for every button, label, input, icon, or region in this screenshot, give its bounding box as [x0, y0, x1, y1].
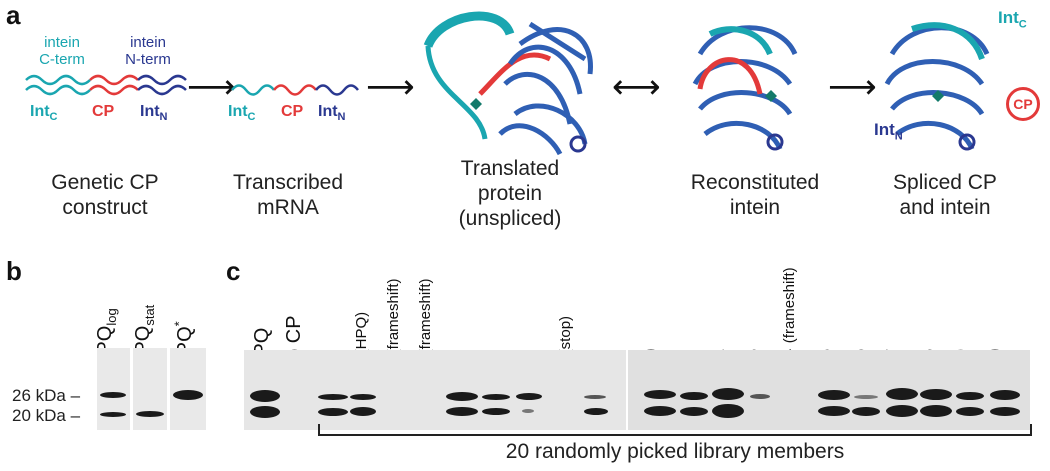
band [712, 388, 744, 400]
intein-n-term-label: intein N-term [108, 34, 188, 68]
panel-letter-b: b [6, 256, 22, 286]
arrow-4: ⟶ [828, 68, 877, 106]
band [920, 389, 952, 400]
construct-intn-label: IntN [140, 103, 168, 124]
caption-genetic-construct: Genetic CP construct [51, 171, 159, 219]
construct-intc-label: IntC [30, 103, 58, 124]
band [516, 393, 542, 400]
marker-20kda: 20 kDa – [12, 406, 81, 425]
marker-26kda: 26 kDa – [12, 386, 81, 405]
band [100, 392, 126, 398]
spliced-intein-structure [884, 22, 990, 151]
arrow-3: ⟷ [612, 68, 661, 106]
band [318, 394, 348, 400]
library-bracket [318, 424, 1032, 436]
band [318, 408, 348, 416]
translated-protein-structure [423, 11, 593, 156]
caption-reconstituted-intein: Reconstituted intein [690, 171, 820, 219]
arrow-2: ⟶ [366, 68, 415, 106]
cp-circle: CP [1006, 87, 1040, 121]
band [136, 411, 164, 417]
band [818, 406, 850, 416]
band [920, 405, 952, 417]
intein-c-line2: C-term [39, 51, 85, 68]
band [482, 394, 510, 400]
band [886, 388, 918, 400]
intein-c-term-label: intein C-term [22, 34, 102, 68]
mrna-wave [231, 84, 359, 96]
band [173, 390, 203, 400]
band [854, 395, 878, 399]
intein-n-line1: intein [130, 34, 166, 51]
spliced-intn-label: IntN [874, 120, 903, 143]
band [522, 409, 534, 413]
band [990, 407, 1020, 416]
panel-letter-a: a [6, 0, 21, 30]
mrna-intc-label: IntC [228, 103, 256, 124]
band [250, 406, 280, 418]
band [956, 392, 984, 400]
caption-translated-protein: Translated protein (unspliced) [458, 157, 562, 230]
panel-letter-c: c [226, 256, 241, 286]
band [100, 412, 126, 417]
band [644, 406, 676, 416]
gel-b-lane-2 [133, 348, 167, 430]
construct-cp-label: CP [92, 103, 115, 120]
caption-transcribed-mrna: Transcribed mRNA [232, 171, 344, 219]
gel-b-lane-3 [170, 348, 206, 430]
gel-c-right [628, 350, 1030, 430]
band [680, 407, 708, 416]
band [446, 407, 478, 416]
band [446, 392, 478, 401]
mrna-cp-label: CP [281, 103, 304, 120]
mrna-intn-label: IntN [318, 103, 346, 124]
band [750, 394, 770, 399]
band [250, 390, 280, 402]
reconstituted-intein-structure [692, 25, 798, 151]
band [680, 392, 708, 400]
band [350, 394, 376, 400]
band [886, 405, 918, 417]
band [852, 407, 880, 416]
band [818, 390, 850, 400]
band [990, 390, 1020, 400]
band [956, 407, 984, 416]
band [350, 407, 376, 416]
band [584, 408, 608, 415]
genetic-construct-wave [25, 74, 187, 96]
gel-c-left [244, 350, 626, 430]
band [712, 404, 744, 418]
intein-n-line2: N-term [125, 51, 171, 68]
band [584, 395, 606, 399]
spliced-intc-label: IntC [998, 8, 1027, 31]
gel-b-lane-1 [97, 348, 130, 430]
caption-spliced-cp: Spliced CP and intein [893, 171, 997, 219]
arrow-1: ⟶ [187, 68, 236, 106]
library-caption: 20 randomly picked library members [505, 440, 845, 463]
band [482, 408, 510, 415]
band [644, 390, 676, 399]
intein-c-line1: intein [44, 34, 80, 51]
